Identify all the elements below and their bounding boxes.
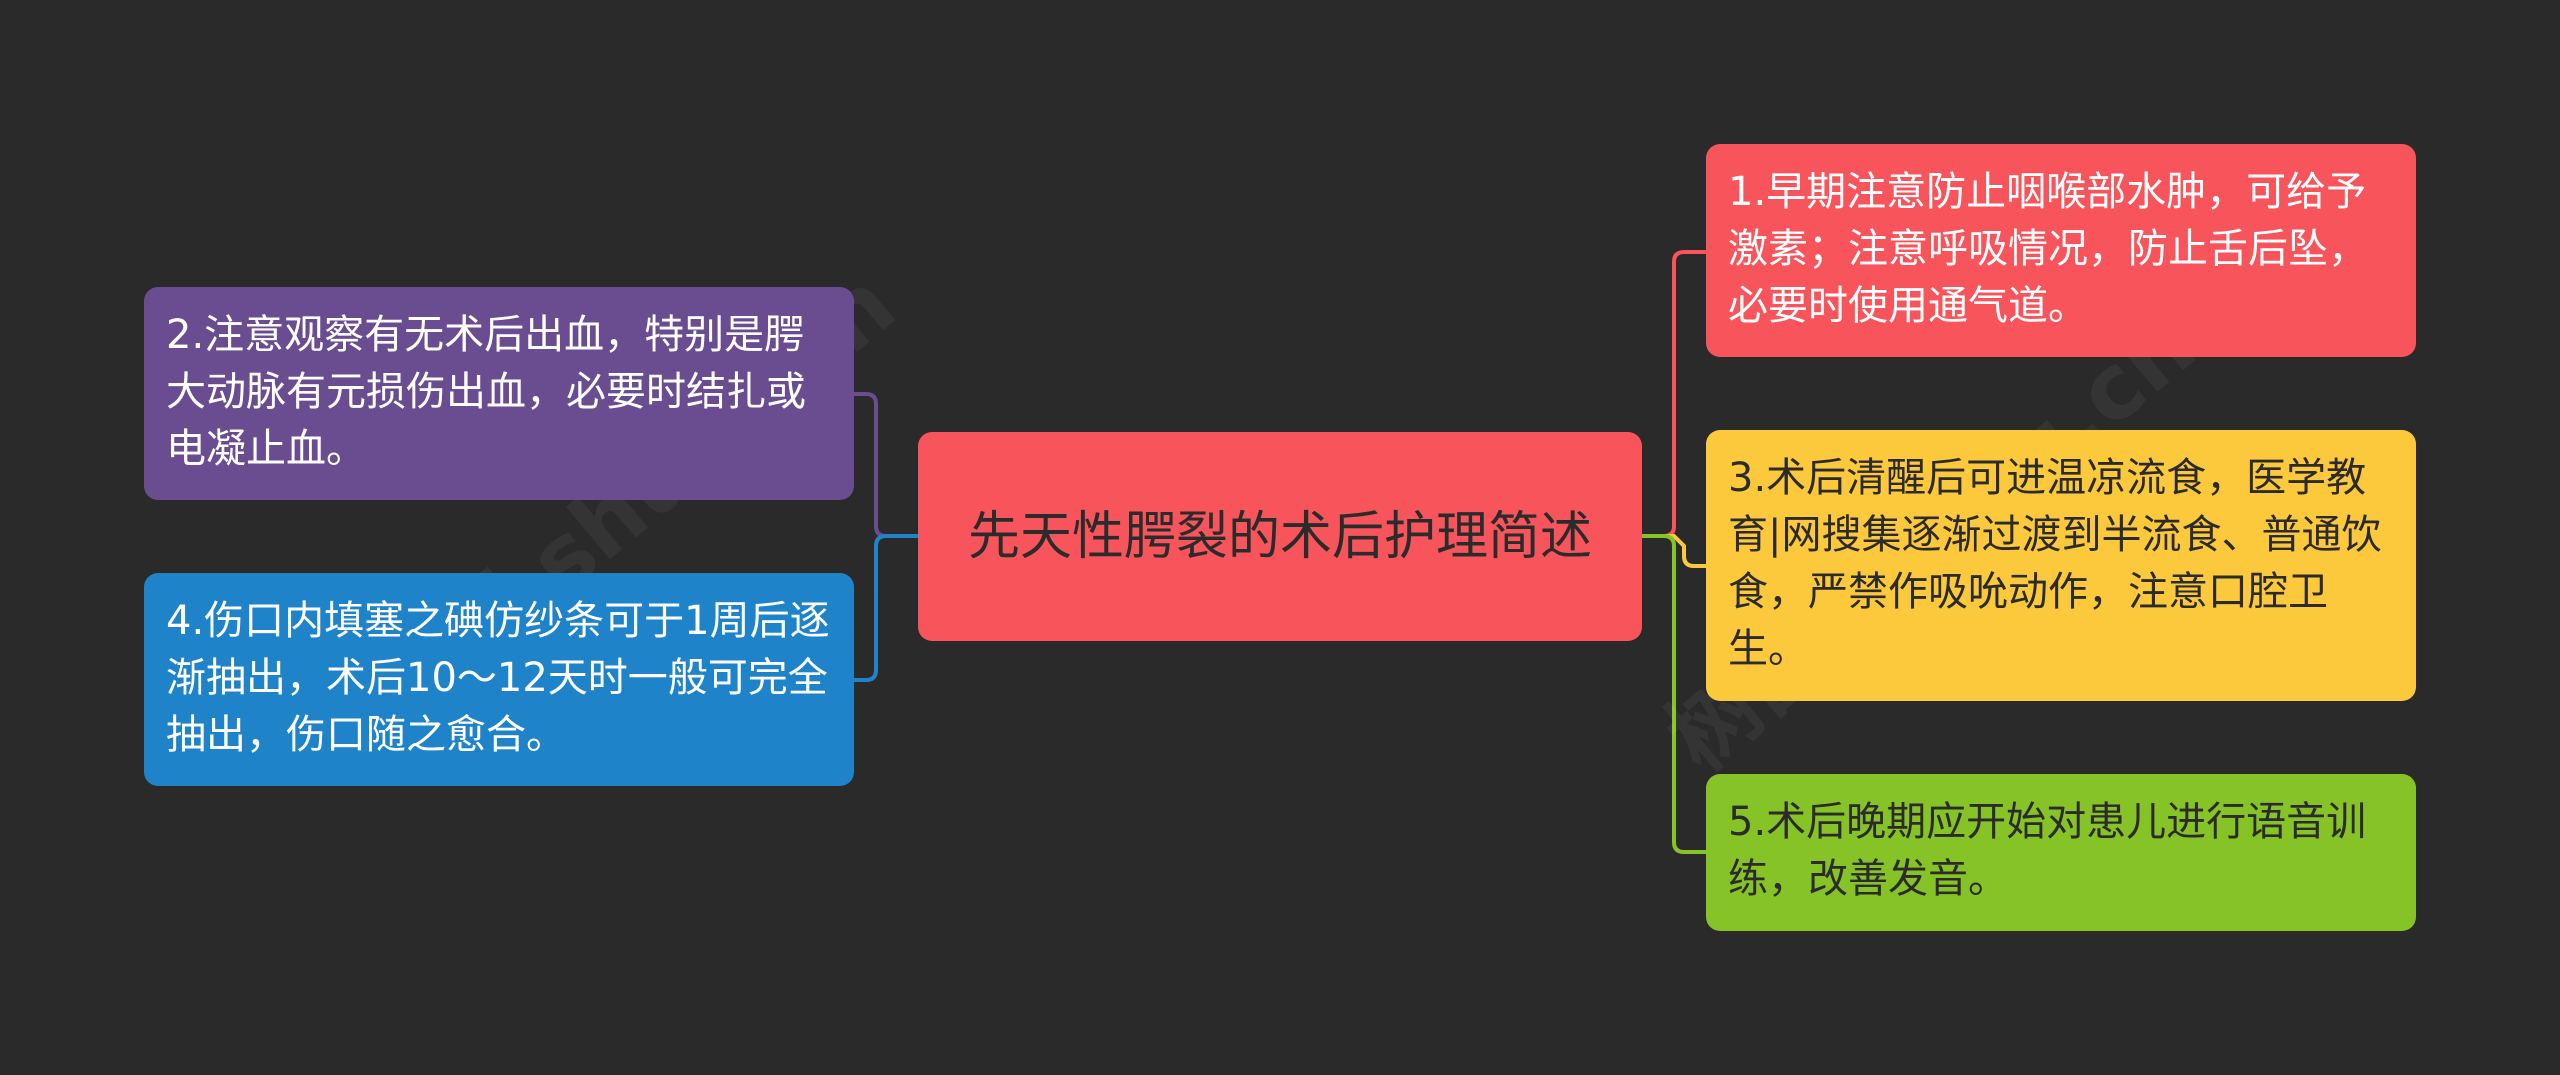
connector-center-n5 xyxy=(1642,534,1706,854)
branch-node-2[interactable]: 2.注意观察有无术后出血，特别是腭大动脉有元损伤出血，必要时结扎或电凝止血。 xyxy=(144,287,854,500)
branch-node-text: 3.术后清醒后可进温凉流食，医学教育|网搜集逐渐过渡到半流食、普通饮食，严禁作吸… xyxy=(1728,455,2382,672)
connector-center-n2 xyxy=(854,392,918,538)
branch-node-1[interactable]: 1.早期注意防止咽喉部水肿，可给予激素；注意呼吸情况，防止舌后坠，必要时使用通气… xyxy=(1706,144,2416,357)
branch-node-text: 5.术后晚期应开始对患儿进行语音训练，改善发音。 xyxy=(1728,799,2367,902)
connector-center-n4 xyxy=(854,534,918,682)
branch-node-text: 2.注意观察有无术后出血，特别是腭大动脉有元损伤出血，必要时结扎或电凝止血。 xyxy=(166,312,806,472)
center-topic-label: 先天性腭裂的术后护理简述 xyxy=(967,506,1592,567)
branch-node-5[interactable]: 5.术后晚期应开始对患儿进行语音训练，改善发音。 xyxy=(1706,774,2416,931)
branch-node-text: 4.伤口内填塞之碘仿纱条可于1周后逐渐抽出，术后10～12天时一般可完全抽出，伤… xyxy=(166,598,830,758)
center-topic[interactable]: 先天性腭裂的术后护理简述 xyxy=(918,432,1642,641)
connector-center-n1 xyxy=(1642,250,1706,538)
branch-node-text: 1.早期注意防止咽喉部水肿，可给予激素；注意呼吸情况，防止舌后坠，必要时使用通气… xyxy=(1728,169,2368,329)
connector-center-n3 xyxy=(1642,534,1706,568)
branch-node-4[interactable]: 4.伤口内填塞之碘仿纱条可于1周后逐渐抽出，术后10～12天时一般可完全抽出，伤… xyxy=(144,573,854,786)
branch-node-3[interactable]: 3.术后清醒后可进温凉流食，医学教育|网搜集逐渐过渡到半流食、普通饮食，严禁作吸… xyxy=(1706,430,2416,701)
